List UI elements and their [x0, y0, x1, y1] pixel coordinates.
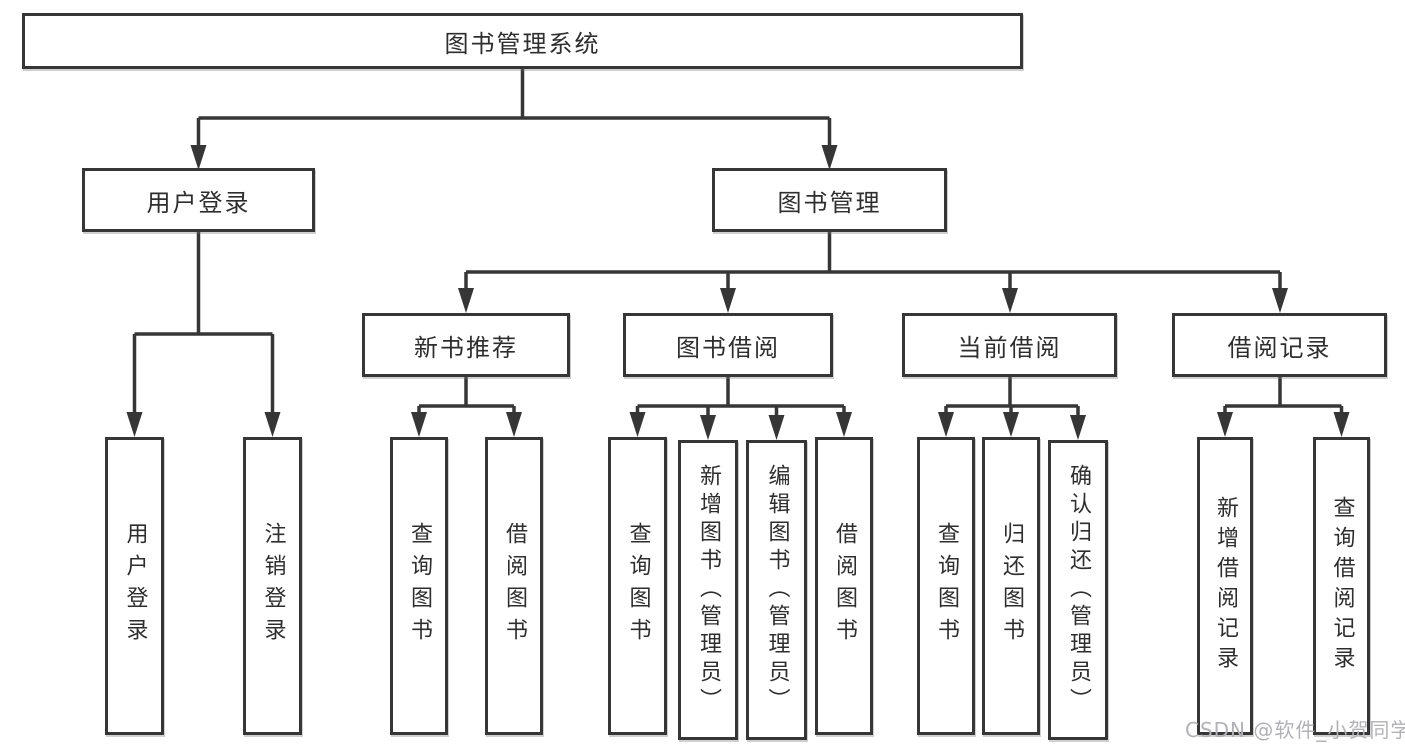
arrowheads	[126, 145, 1350, 440]
node-label: 查询图书	[625, 522, 651, 650]
node-label: 确认归还（管理员）	[1066, 464, 1091, 716]
node-label: 用户登录	[122, 522, 148, 650]
node-label: 借阅图书	[832, 522, 857, 650]
node-label: 查询图书	[934, 522, 959, 650]
node-book-management: 图书管理	[712, 168, 947, 232]
node-new-book-recommend: 新书推荐	[362, 313, 570, 377]
leaf-borrow-books-recommend: 借阅图书	[485, 437, 543, 735]
node-label: 图书管理系统	[444, 29, 601, 58]
leaf-query-borrow-record: 查询借阅记录	[1313, 437, 1370, 735]
leaf-query-books-borrow: 查询图书	[608, 437, 667, 735]
node-label: 图书借阅	[676, 333, 780, 362]
node-label: 借阅图书	[502, 522, 527, 650]
leaf-user-login: 用户登录	[105, 437, 164, 735]
node-label: 查询借阅记录	[1329, 496, 1355, 676]
leaf-borrow-books: 借阅图书	[815, 437, 873, 735]
node-label: 新增图书（管理员）	[696, 464, 721, 716]
leaf-return-books: 归还图书	[982, 437, 1040, 735]
leaf-edit-books-admin: 编辑图书（管理员）	[746, 440, 807, 740]
csdn-watermark: CSDN @软件_小贺同学	[1185, 718, 1405, 742]
node-label: 借阅记录	[1227, 333, 1332, 362]
leaf-add-borrow-record: 新增借阅记录	[1197, 437, 1253, 735]
node-borrow-record: 借阅记录	[1172, 313, 1387, 377]
node-label: 新书推荐	[414, 333, 518, 362]
node-label: 当前借阅	[957, 333, 1062, 362]
node-label: 查询图书	[407, 522, 432, 650]
node-library-management-system: 图书管理系统	[22, 13, 1023, 69]
leaf-query-books-current: 查询图书	[917, 437, 975, 735]
node-label: 新增借阅记录	[1213, 496, 1238, 676]
node-label: 图书管理	[777, 188, 882, 217]
node-label: 归还图书	[999, 522, 1024, 650]
leaf-logout: 注销登录	[243, 437, 302, 735]
leaf-add-books-admin: 新增图书（管理员）	[678, 440, 738, 740]
node-current-borrow: 当前借阅	[902, 313, 1117, 377]
leaf-query-books-recommend: 查询图书	[390, 437, 448, 735]
node-book-borrow: 图书借阅	[623, 313, 833, 377]
node-label: 编辑图书（管理员）	[764, 464, 790, 716]
node-label: 用户登录	[146, 188, 251, 217]
node-label: 注销登录	[260, 522, 286, 650]
node-user-login: 用户登录	[82, 168, 315, 232]
leaf-confirm-return-admin: 确认归还（管理员）	[1048, 440, 1108, 740]
